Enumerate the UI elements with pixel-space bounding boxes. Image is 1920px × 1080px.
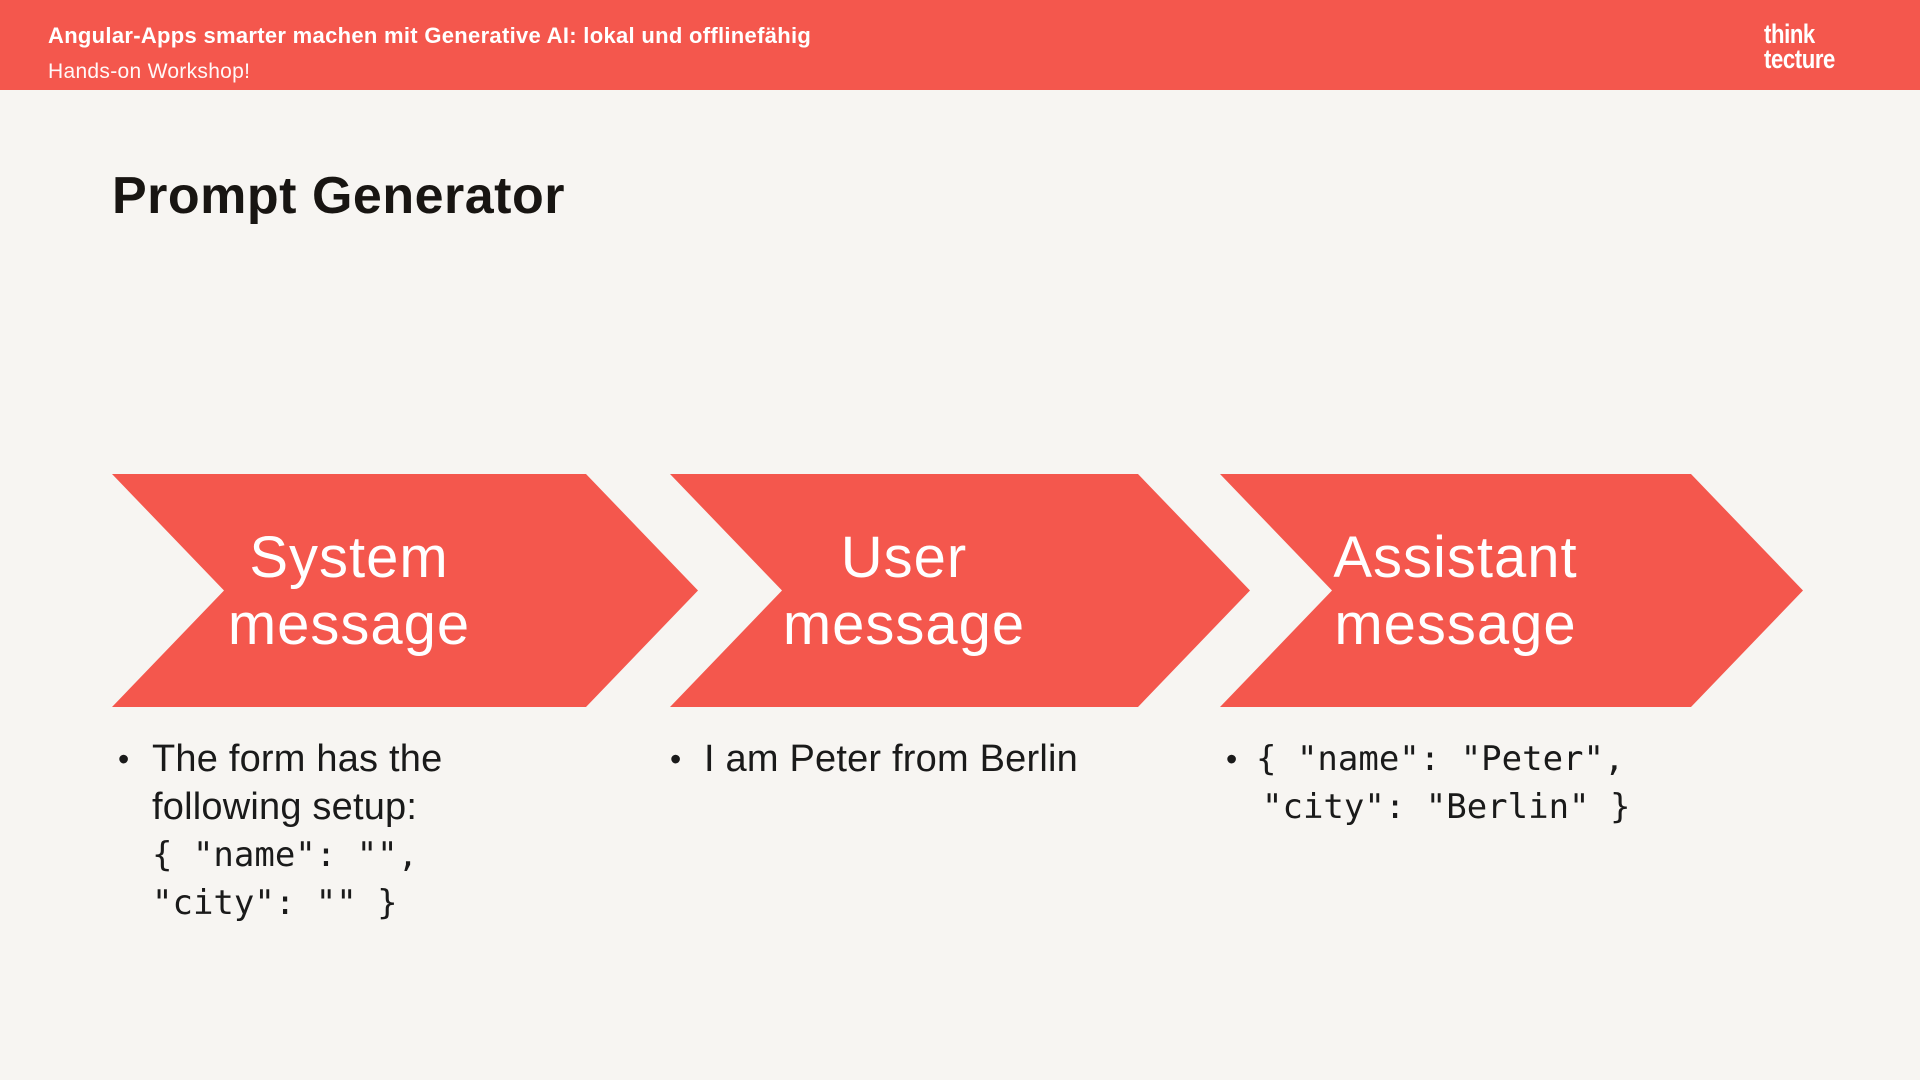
bullet-marker: •	[118, 741, 130, 777]
note-text-line: The form has the	[152, 738, 443, 780]
thinktecture-logo: think tecture	[1764, 19, 1835, 74]
list-item: • I am Peter from Berlin	[670, 735, 1190, 783]
note-code-line: "city": "" }	[152, 883, 398, 923]
chevron-label-line: message	[782, 591, 1026, 657]
list-item: • { "name": "Peter", "city": "Berlin" }	[1226, 735, 1806, 831]
note-code-line: { "name": "Peter",	[1256, 739, 1625, 779]
chevron-label-line: Assistant	[1333, 524, 1578, 590]
chevron-assistant-message: Assistant message	[1220, 474, 1803, 707]
system-message-notes: • The form has the following setup: { "n…	[118, 735, 558, 927]
header-subtitle: Hands-on Workshop!	[48, 60, 251, 83]
logo-line-1: think	[1764, 19, 1815, 49]
chevron-user-message: User message	[670, 474, 1250, 707]
assistant-message-notes: • { "name": "Peter", "city": "Berlin" }	[1226, 735, 1806, 831]
list-item: • The form has the following setup: { "n…	[118, 735, 558, 927]
chevron-label: System message	[112, 474, 586, 707]
note-text-line: I am Peter from Berlin	[704, 738, 1078, 780]
user-message-notes: • I am Peter from Berlin	[670, 735, 1190, 783]
chevron-label: User message	[670, 474, 1138, 707]
chevron-label-line: System	[249, 524, 449, 590]
header-bar: Angular-Apps smarter machen mit Generati…	[0, 0, 1920, 90]
note-body: I am Peter from Berlin	[704, 735, 1190, 783]
chevron-label-line: message	[1334, 591, 1577, 657]
chevron-system-message: System message	[112, 474, 698, 707]
note-code-line: "city": "Berlin" }	[1262, 787, 1631, 827]
note-code-line: { "name": "",	[152, 835, 419, 875]
note-text-line: following setup:	[152, 786, 418, 828]
header-text-block: Angular-Apps smarter machen mit Generati…	[48, 23, 811, 84]
chevron-label-line: message	[227, 591, 471, 657]
logo-line-2: tecture	[1764, 44, 1835, 74]
bullet-marker: •	[670, 741, 682, 777]
bullet-marker: •	[1226, 741, 1238, 777]
note-body: { "name": "Peter", "city": "Berlin" }	[1256, 735, 1806, 831]
note-body: The form has the following setup: { "nam…	[152, 735, 558, 927]
chevron-label-line: User	[840, 524, 968, 590]
chevron-label: Assistant message	[1220, 474, 1691, 707]
page-title: Prompt Generator	[112, 167, 565, 225]
header-title: Angular-Apps smarter machen mit Generati…	[48, 23, 812, 48]
